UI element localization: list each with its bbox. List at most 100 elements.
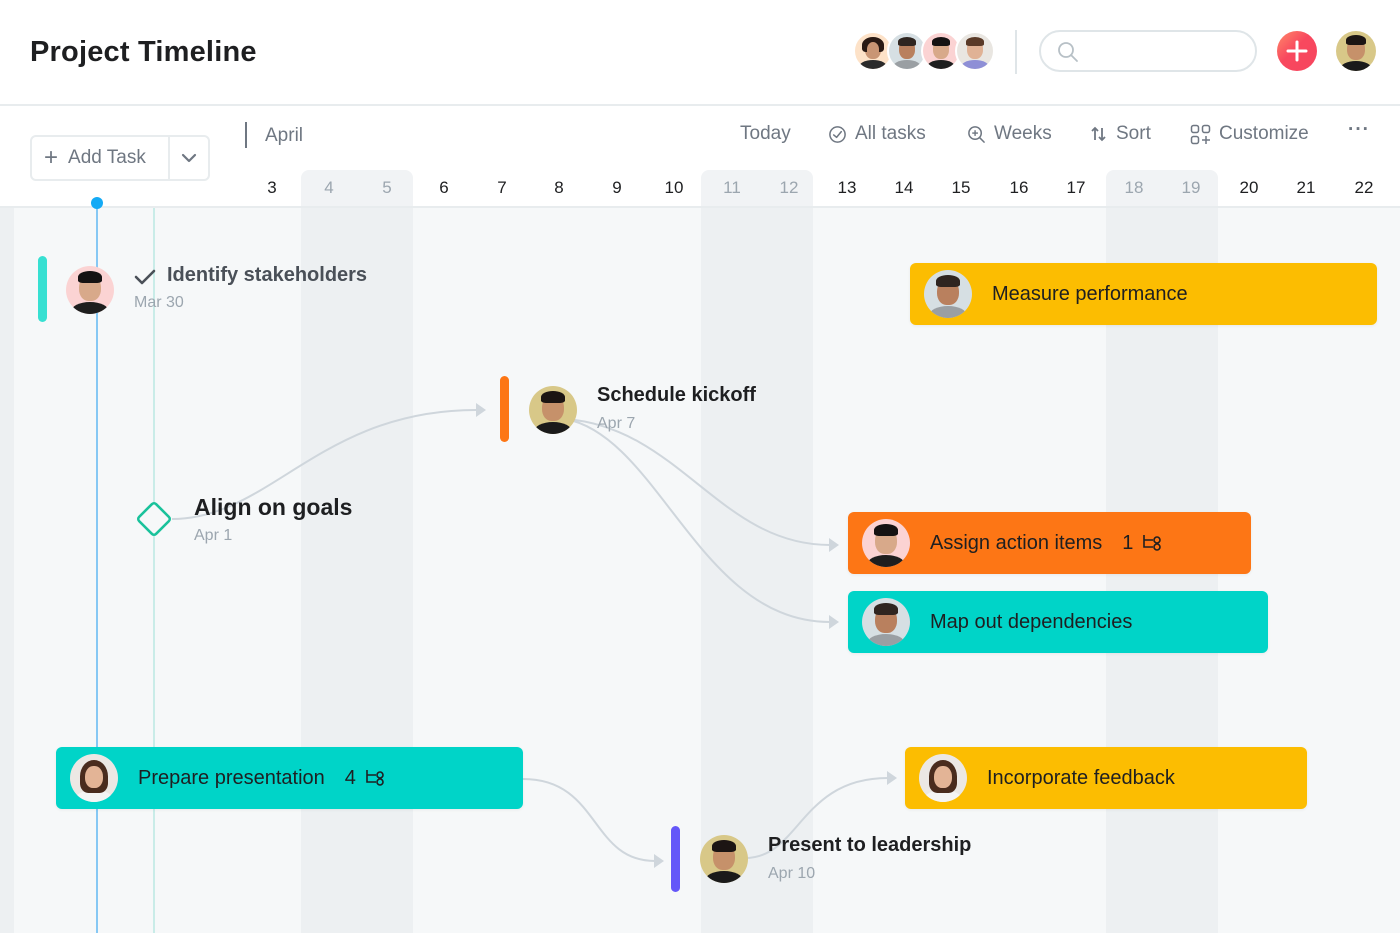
milestone-guide-line (153, 208, 155, 933)
month-label: April (265, 125, 304, 146)
add-task-button[interactable]: + Add Task (32, 137, 170, 179)
task-bar[interactable]: Measure performance (910, 263, 1377, 325)
avatar[interactable] (921, 31, 961, 71)
task-date: Apr 10 (768, 865, 816, 882)
more-options-button[interactable]: ··· (1348, 116, 1370, 144)
day-label: 15 (951, 178, 971, 197)
day-label: 19 (1181, 178, 1201, 197)
header: Project Timeline (0, 0, 1400, 106)
task-title[interactable]: Identify stakeholders (167, 264, 368, 286)
left-gutter (0, 208, 14, 933)
quick-add-button[interactable] (1277, 31, 1317, 71)
search-icon (1058, 42, 1078, 62)
day-label: 3 (267, 178, 277, 197)
task-title[interactable]: Align on goals (194, 494, 353, 520)
day-label: 5 (382, 178, 392, 197)
plus-icon (1286, 40, 1308, 62)
dependency-connectors (171, 403, 897, 868)
assignee-avatar[interactable] (70, 754, 118, 802)
customize-label: Customize (1219, 123, 1309, 144)
add-task-split-button: + Add Task (30, 135, 210, 181)
chevron-down-icon (181, 153, 197, 163)
day-label: 20 (1239, 178, 1259, 197)
weekend-column (701, 208, 813, 933)
task-bar-label: Incorporate feedback (987, 766, 1175, 789)
subtask-icon[interactable] (364, 768, 386, 788)
search-input[interactable] (1039, 30, 1257, 72)
sort-button[interactable]: Sort (1090, 120, 1151, 148)
task-bar[interactable]: Assign action items 1 (848, 512, 1251, 574)
timeline-canvas[interactable]: Identify stakeholders Mar 30 Align on go… (0, 197, 1400, 933)
customize-button[interactable]: Customize (1190, 120, 1309, 148)
day-label: 18 (1124, 178, 1144, 197)
page-title: Project Timeline (30, 36, 257, 68)
assignee-avatar[interactable] (862, 598, 910, 646)
subtask-count: 4 (344, 766, 356, 789)
milestone-diamond-icon[interactable] (133, 498, 175, 540)
weekend-header (701, 170, 813, 206)
task-bar[interactable]: Incorporate feedback (905, 747, 1307, 809)
sort-label: Sort (1116, 123, 1151, 144)
check-icon[interactable] (134, 268, 156, 286)
day-label: 7 (497, 178, 507, 197)
task-bar[interactable]: Prepare presentation 4 (56, 747, 523, 809)
assignee-avatar[interactable] (862, 519, 910, 567)
day-label: 4 (324, 178, 334, 197)
avatar[interactable] (853, 31, 893, 71)
day-label: 14 (894, 178, 914, 197)
all-tasks-filter[interactable]: All tasks (828, 120, 926, 148)
check-circle-icon (829, 125, 846, 143)
add-task-label: Add Task (68, 147, 146, 168)
assignee-avatar[interactable] (919, 754, 967, 802)
task-date: Mar 30 (134, 294, 184, 311)
avatar[interactable] (887, 31, 927, 71)
task-bar-label: Measure performance (992, 282, 1188, 305)
zoom-in-icon (968, 125, 985, 143)
today-marker (91, 197, 103, 209)
task-bar-label: Map out dependencies (930, 610, 1133, 633)
assignee-avatar[interactable] (66, 266, 114, 314)
weekend-column (301, 208, 413, 933)
task-title[interactable]: Schedule kickoff (597, 384, 756, 406)
assignee-avatar[interactable] (700, 835, 748, 883)
day-label: 13 (837, 178, 857, 197)
day-label: 9 (612, 178, 622, 197)
day-label: 17 (1066, 178, 1086, 197)
weekend-header (1106, 170, 1218, 206)
task-color-bar (38, 256, 47, 322)
day-label: 8 (554, 178, 564, 197)
more-icon: ··· (1348, 119, 1370, 140)
today-label: Today (740, 123, 791, 144)
task-bar-label: Assign action items (930, 531, 1103, 554)
subtask-count: 1 (1122, 531, 1134, 554)
task-color-bar (671, 826, 680, 892)
task-color-bar (500, 376, 509, 442)
assignee-avatar[interactable] (529, 386, 577, 434)
customize-icon (1190, 124, 1211, 144)
month-marker (245, 122, 247, 148)
add-task-dropdown[interactable] (170, 137, 208, 179)
today-button[interactable]: Today (740, 120, 791, 148)
day-label: 22 (1354, 178, 1374, 197)
assignee-avatar[interactable] (924, 270, 972, 318)
day-label: 12 (779, 178, 799, 197)
current-user-avatar[interactable] (1336, 31, 1376, 71)
task-bar-label: Prepare presentation (138, 766, 325, 789)
team-avatars[interactable] (853, 31, 995, 71)
avatar[interactable] (955, 31, 995, 71)
plus-icon: + (44, 144, 59, 171)
day-label: 11 (723, 178, 741, 197)
task-bar[interactable]: Map out dependencies (848, 591, 1268, 653)
subtask-icon[interactable] (1141, 533, 1163, 553)
header-divider (1015, 30, 1017, 74)
task-date: Apr 1 (194, 527, 233, 544)
weeks-zoom[interactable]: Weeks (967, 120, 1052, 148)
task-title[interactable]: Present to leadership (768, 834, 972, 856)
day-label: 16 (1009, 178, 1029, 197)
day-label: 10 (664, 178, 684, 197)
weeks-label: Weeks (994, 123, 1052, 144)
weekend-header (301, 170, 413, 206)
today-line (96, 202, 98, 933)
day-label: 6 (439, 178, 449, 197)
